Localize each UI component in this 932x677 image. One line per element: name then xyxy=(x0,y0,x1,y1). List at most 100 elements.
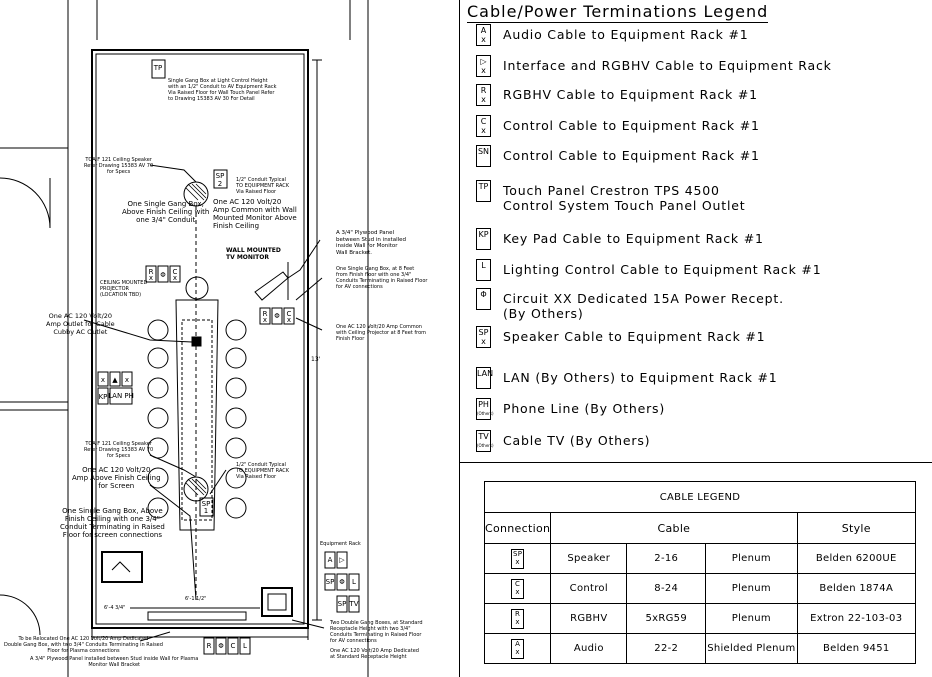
tp-symbol: TP xyxy=(153,64,163,72)
legend-item-label: Cable TV (By Others) xyxy=(503,433,651,448)
legend-symbol-bottom: x xyxy=(481,95,486,104)
legend-symbol: L xyxy=(476,259,491,281)
legend-symbol: Φ xyxy=(476,288,491,310)
legend-symbol-top: ▷ xyxy=(480,57,487,66)
legend-symbol-top: KP xyxy=(478,230,489,239)
svg-text:C: C xyxy=(231,642,236,650)
cable-gauge: 5xRG59 xyxy=(626,603,707,634)
cable-type: Plenum xyxy=(705,543,798,574)
legend-item-label: Speaker Cable to Equipment Rack #1 xyxy=(503,329,766,344)
wall-monitor-label: WALL MOUNTED TV MONITOR xyxy=(226,247,281,261)
ac-projector-note: One AC 120 Volt/20 Amp Common with Ceili… xyxy=(336,324,426,342)
svg-text:x: x xyxy=(101,376,105,384)
svg-text:SP: SP xyxy=(326,578,335,586)
legend-symbol-bottom: (Others) xyxy=(477,443,494,448)
legend-symbol-top: PH xyxy=(478,400,489,409)
cable-name: Speaker xyxy=(550,543,628,574)
cable-gauge: 22-2 xyxy=(626,633,707,664)
svg-text:x: x xyxy=(287,316,291,324)
cable-type: Plenum xyxy=(705,603,798,634)
svg-text:Φ: Φ xyxy=(339,578,345,586)
svg-text:L: L xyxy=(352,578,356,586)
legend-symbol: LAN xyxy=(476,367,494,389)
svg-text:C: C xyxy=(173,268,178,276)
gang-box-ceiling-note: One Single Gang Box, Above Finish Ceilin… xyxy=(122,200,210,224)
legend-symbol-bottom: x xyxy=(481,66,486,75)
legend-item-label: Phone Line (By Others) xyxy=(503,401,666,416)
svg-text:x: x xyxy=(263,316,267,324)
legend-symbol: TP xyxy=(476,180,491,202)
legend-symbol-top: LAN xyxy=(477,369,494,378)
svg-text:LAN PH: LAN PH xyxy=(108,392,134,400)
svg-text:R: R xyxy=(149,268,154,276)
connection-symbol-bottom: x xyxy=(515,617,520,626)
svg-text:x: x xyxy=(149,274,153,282)
connection-symbol-bottom: x xyxy=(515,647,520,656)
svg-text:Φ: Φ xyxy=(274,312,280,320)
legend-symbol: SN xyxy=(476,145,491,167)
svg-text:R: R xyxy=(207,642,212,650)
svg-text:x: x xyxy=(173,274,177,282)
cable-style: Belden 1874A xyxy=(796,573,917,604)
ac-screen-note: One AC 120 Volt/20 Amp Above Finish Ceil… xyxy=(72,466,161,490)
legend-symbol-top: SN xyxy=(477,147,490,156)
svg-text:SP: SP xyxy=(338,600,347,608)
gang-box-screen-note: One Single Gang Box, Above Finish Ceilin… xyxy=(60,507,165,539)
svg-text:Φ: Φ xyxy=(218,642,224,650)
dimension-vertical: 13' xyxy=(311,356,321,363)
svg-text:▲: ▲ xyxy=(112,376,118,384)
legend-symbol-top: Φ xyxy=(480,290,487,299)
legend-item-label: Control Cable to Equipment Rack #1 xyxy=(503,118,760,133)
legend-title: Cable/Power Terminations Legend xyxy=(467,2,769,23)
cable-legend-title: CABLE LEGEND xyxy=(484,481,916,513)
relocated-note: To be Relocated One AC 120 Volt/20 Amp D… xyxy=(4,636,163,654)
legend-symbol: ▷x xyxy=(476,55,491,77)
connection-symbol-top: A xyxy=(515,639,521,648)
legend-symbol-bottom: x xyxy=(481,337,486,346)
svg-text:KP: KP xyxy=(99,393,108,401)
legend-symbol: KP xyxy=(476,228,491,250)
header-cable: Cable xyxy=(550,512,798,544)
connection-symbol-bottom: x xyxy=(515,557,520,566)
legend-symbol-top: L xyxy=(481,261,486,270)
connection-symbol-top: R xyxy=(515,609,521,618)
ac-ceiling-note: One AC 120 Volt/20 Amp Common with Wall … xyxy=(213,198,297,230)
legend-item-label: RGBHV Cable to Equipment Rack #1 xyxy=(503,87,758,102)
header-connection: Connection xyxy=(483,512,552,544)
legend-symbol: PH (Others) xyxy=(476,398,494,420)
legend-symbol-top: R xyxy=(480,86,487,95)
svg-text:C: C xyxy=(287,310,292,318)
legend-symbol-top: C xyxy=(480,117,487,126)
cable-type: Shielded Plenum xyxy=(705,633,798,664)
svg-text:2: 2 xyxy=(218,180,222,188)
cable-type: Plenum xyxy=(705,573,798,604)
legend-symbol-bottom: (Others) xyxy=(477,411,494,416)
gang-box-8ft-note: One Single Gang Box, at 8 Feet from Fini… xyxy=(336,266,428,290)
dimension-small: 6'-4 3/4" xyxy=(104,605,126,611)
legend-divider xyxy=(459,462,932,463)
legend-symbol: TV(Others) xyxy=(476,430,494,452)
double-gang-note: Two Double Gang Boxes, at Standard Recep… xyxy=(330,620,423,644)
legend-symbol-bottom: x xyxy=(481,126,486,135)
legend-item-label: Touch Panel Crestron TPS 4500 Control Sy… xyxy=(503,183,746,213)
panel-divider xyxy=(459,0,460,677)
connection-symbol-bottom: x xyxy=(515,587,520,596)
svg-text:x: x xyxy=(125,376,129,384)
header-style: Style xyxy=(796,512,917,544)
svg-text:TV: TV xyxy=(348,600,358,608)
plasma-plywood-note: A 3/4" Plywood Panel installed between S… xyxy=(30,656,199,668)
legend-item-label: LAN (By Others) to Equipment Rack #1 xyxy=(503,370,778,385)
legend-symbol-top: TP xyxy=(478,182,489,191)
